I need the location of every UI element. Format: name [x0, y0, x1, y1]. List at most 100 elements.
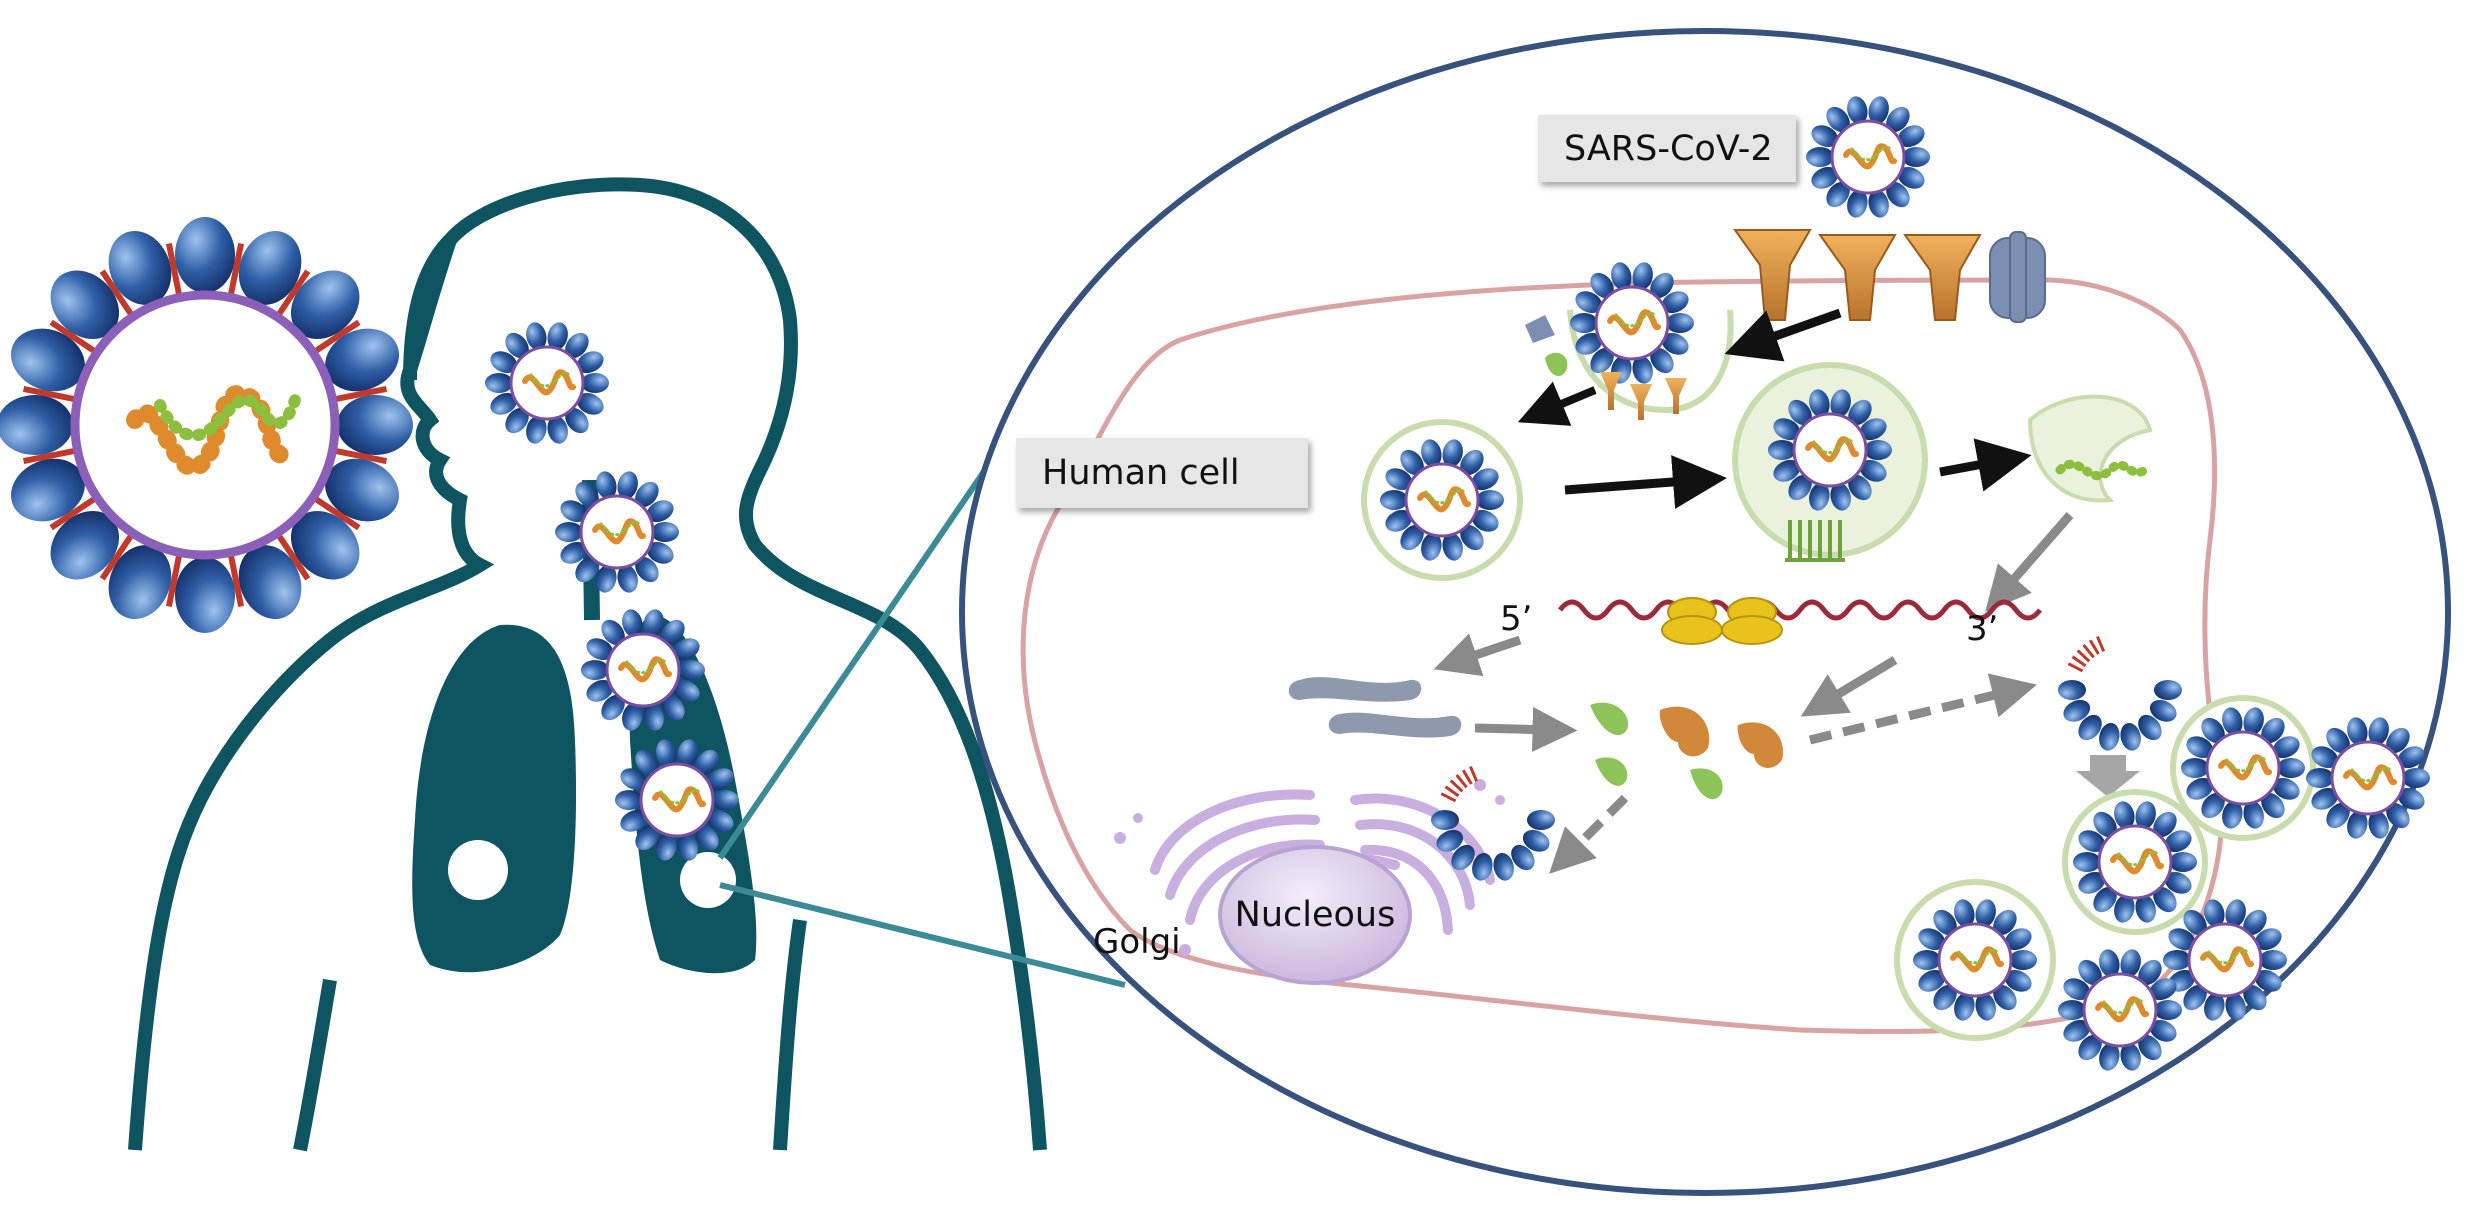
spike-protein — [1918, 969, 1946, 992]
spike-protein — [706, 809, 734, 832]
spike-protein — [1442, 439, 1463, 468]
ace2-receptors — [1733, 229, 1982, 321]
spike-protein — [2311, 746, 2339, 769]
spike-protein — [576, 351, 604, 374]
spike-protein — [620, 768, 648, 791]
spike-protein — [622, 609, 643, 638]
spike-protein — [601, 694, 625, 721]
spike-protein — [656, 739, 677, 768]
spike-protein — [2063, 1019, 2091, 1042]
left-arm-outline — [293, 978, 337, 1152]
virion-release-1 — [2181, 707, 2305, 829]
spike-protein — [1859, 459, 1887, 482]
membrane-protein — [49, 493, 101, 531]
spike-protein — [1933, 984, 1957, 1011]
spike-protein — [175, 217, 235, 293]
spike-protein — [238, 231, 302, 305]
spike-protein — [596, 471, 617, 500]
spike-protein — [1993, 984, 2017, 1011]
spike-protein — [2154, 1000, 2182, 1020]
spike-protein — [108, 231, 172, 305]
spike-protein — [50, 510, 120, 580]
spike-protein — [2149, 699, 2177, 722]
tmprss2-small — [1525, 315, 1555, 343]
body-outline — [403, 177, 1047, 1151]
spike-protein — [1954, 992, 1975, 1021]
spike-protein — [2004, 969, 2032, 992]
right-lung-alveolus — [680, 852, 736, 908]
spike-protein — [1868, 96, 1889, 125]
spike-protein — [1954, 899, 1975, 928]
spike-protein — [1522, 829, 1550, 852]
spike-protein — [1826, 181, 1850, 208]
spike-protein — [2099, 722, 2120, 751]
spike-protein — [617, 564, 638, 593]
virion-nose — [485, 322, 609, 444]
membrane-protein — [22, 447, 81, 465]
left-lung-alveolus — [448, 840, 508, 900]
spike-protein — [2243, 984, 2267, 1011]
spike-protein — [2204, 899, 2225, 928]
spike-protein — [2347, 717, 2368, 746]
virion-release-5 — [2163, 899, 2287, 1021]
spike-protein — [2153, 886, 2177, 913]
spike-protein — [2368, 717, 2389, 746]
spike-protein — [677, 660, 705, 680]
spike-protein — [290, 510, 360, 580]
spike-protein — [2073, 852, 2101, 872]
spike-protein — [1933, 909, 1957, 936]
spike-protein — [2397, 746, 2425, 769]
virion-release-3 — [2073, 801, 2197, 923]
spike-protein — [2078, 959, 2102, 986]
spike-protein — [2261, 792, 2285, 819]
spike-protein — [2243, 800, 2264, 829]
spike-protein — [1471, 468, 1499, 491]
spike-protein — [2149, 1019, 2177, 1042]
arrow-3prime-to-proteases — [1800, 656, 1898, 717]
spike-protein — [290, 270, 360, 340]
virion-bronchus — [581, 609, 705, 731]
assembling-virion — [2058, 635, 2182, 751]
spike-protein — [1421, 532, 1442, 561]
spike-protein — [1632, 355, 1653, 384]
spike-protein — [1897, 125, 1925, 148]
spike-protein — [1848, 399, 1872, 426]
spike-protein — [2154, 680, 2182, 700]
spike-protein — [2093, 886, 2117, 913]
spike-protein — [1421, 439, 1442, 468]
zoom-connector-bottom — [719, 882, 1126, 988]
arrow-structural-proteins — [1474, 706, 1578, 752]
spike-protein — [2120, 949, 2141, 978]
spike-protein — [1864, 440, 1892, 460]
nucleus-label: Nucleous — [1234, 895, 1396, 935]
spike-protein — [1768, 440, 1796, 460]
spike-protein — [505, 332, 529, 359]
sars-cov-2-label: SARS-CoV-2 — [1538, 115, 1796, 182]
spike-protein — [643, 702, 664, 731]
spike-protein — [2099, 1042, 2120, 1071]
spike-protein — [485, 373, 513, 393]
spike-protein — [11, 328, 85, 392]
membrane-protein — [329, 385, 388, 403]
spike-protein — [2254, 969, 2282, 992]
label-three-prime: 3’ — [1966, 609, 1998, 649]
spike-protein — [1773, 459, 1801, 482]
spike-protein — [2259, 950, 2287, 970]
spike-protein — [1811, 166, 1839, 189]
spike-protein — [2243, 707, 2264, 736]
spike-protein — [2009, 950, 2037, 970]
spike-protein — [1809, 389, 1830, 418]
human-body-illustration — [128, 177, 1126, 1152]
spike-protein — [1476, 490, 1504, 510]
spike-protein — [1826, 106, 1850, 133]
spike-protein — [560, 500, 588, 523]
spike-protein — [2186, 777, 2214, 800]
spike-protein — [1788, 399, 1812, 426]
spike-protein — [1436, 829, 1464, 852]
face-outline — [128, 237, 495, 1151]
spike-protein — [1918, 928, 1946, 951]
spike-protein — [2402, 768, 2430, 788]
spike-protein — [1847, 189, 1868, 218]
membrane-protein — [309, 319, 361, 357]
membrane-protein — [227, 549, 245, 608]
